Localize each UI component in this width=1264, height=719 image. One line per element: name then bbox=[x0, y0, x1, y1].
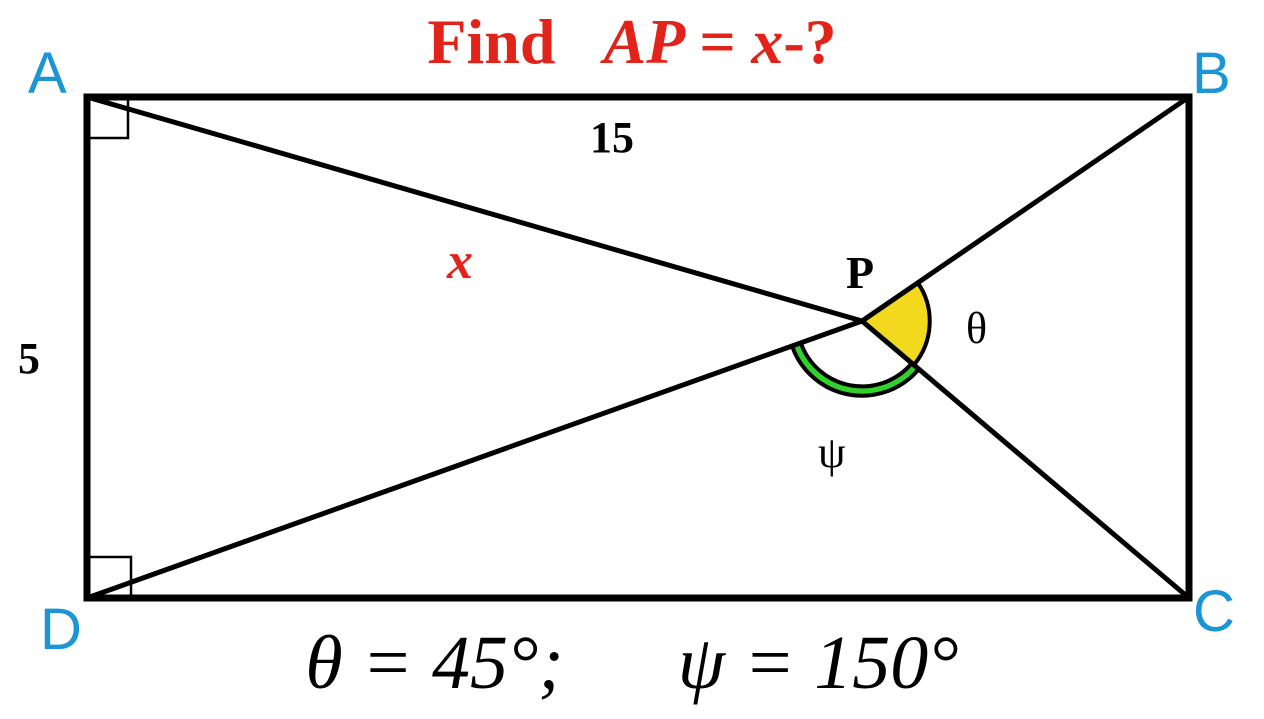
unknown-length-label: x bbox=[447, 233, 473, 290]
segment-cp bbox=[860, 319, 1191, 600]
vertex-label-p: P bbox=[846, 247, 875, 298]
segment-ap bbox=[86, 94, 863, 324]
theta-label: θ bbox=[966, 304, 988, 353]
right-angle-marker-d bbox=[87, 555, 133, 598]
vertex-label-d: D bbox=[40, 597, 82, 662]
given-psi: ψ = 150° bbox=[677, 621, 959, 705]
title-expression: AP = x bbox=[603, 6, 784, 77]
rectangle-abcd bbox=[83, 93, 1193, 602]
vertex-label-c: C bbox=[1193, 579, 1235, 644]
vertex-label-b: B bbox=[1192, 41, 1231, 106]
side-length-ad: 5 bbox=[18, 334, 40, 383]
title-suffix: -? bbox=[783, 6, 837, 77]
problem-title: Find AP = x-? bbox=[0, 2, 1264, 82]
right-angle-marker-a bbox=[87, 97, 130, 140]
segment-dp bbox=[86, 318, 863, 601]
side-length-ab: 15 bbox=[590, 113, 634, 162]
title-find-word: Find bbox=[427, 6, 556, 77]
given-theta: θ = 45°; bbox=[305, 621, 564, 705]
segment-bp bbox=[860, 94, 1191, 324]
vertex-label-a: A bbox=[28, 41, 67, 106]
theta-angle-sector bbox=[858, 280, 932, 368]
given-angles: θ = 45°; ψ = 150° bbox=[0, 618, 1264, 708]
psi-label: ψ bbox=[818, 428, 846, 477]
